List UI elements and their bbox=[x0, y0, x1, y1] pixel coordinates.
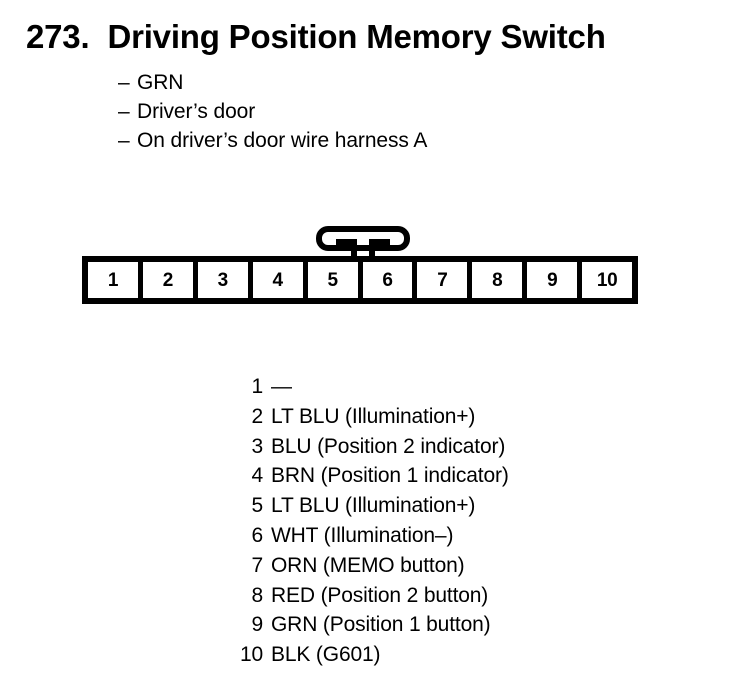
subtitle-list: –GRN –Driver’s door –On driver’s door wi… bbox=[118, 68, 678, 155]
pin-number: 8 bbox=[251, 583, 263, 607]
pin-number: 10 bbox=[239, 643, 263, 667]
pin-assignment-row: 9 GRN (Position 1 button) bbox=[150, 610, 610, 640]
pin-number: 4 bbox=[251, 464, 263, 488]
subtitle-row: –GRN bbox=[118, 68, 678, 97]
pin-assignment-row: 2 LT BLU (Illumination+) bbox=[150, 402, 610, 432]
pin-assignment-row: 3 BLU (Position 2 indicator) bbox=[150, 432, 610, 462]
pin-number: 6 bbox=[251, 523, 263, 547]
pin-assignment-row: 5 LT BLU (Illumination+) bbox=[150, 491, 610, 521]
en-dash-icon: – bbox=[118, 71, 130, 94]
subtitle-row: –On driver’s door wire harness A bbox=[118, 126, 678, 155]
pin-description: RED (Position 2 button) bbox=[271, 583, 489, 607]
pin-assignment-row: 10 BLK (G601) bbox=[150, 640, 610, 670]
page-title-number: 273. bbox=[26, 18, 90, 55]
pin-assignment-row: 7 ORN (MEMO button) bbox=[150, 551, 610, 581]
pin-number: 5 bbox=[251, 494, 263, 518]
pin-description: — bbox=[271, 375, 292, 398]
pin-description: ORN (MEMO button) bbox=[271, 553, 465, 577]
pin-number: 9 bbox=[251, 613, 263, 637]
pin-number: 7 bbox=[251, 553, 263, 577]
connector-body: 1 2 3 4 5 6 7 8 9 10 bbox=[82, 256, 638, 304]
connector-diagram: 1 2 3 4 5 6 7 8 9 10 bbox=[82, 222, 638, 307]
pin-number: 3 bbox=[251, 434, 263, 458]
connector-pin[interactable]: 8 bbox=[472, 262, 523, 298]
en-dash-icon: – bbox=[118, 100, 130, 123]
pin-assignment-row: 4 BRN (Position 1 indicator) bbox=[150, 461, 610, 491]
subtitle-text: On driver’s door wire harness A bbox=[137, 129, 428, 152]
en-dash-icon: – bbox=[118, 129, 130, 152]
pin-description: BLU (Position 2 indicator) bbox=[271, 434, 506, 458]
connector-pin[interactable]: 1 bbox=[88, 262, 138, 298]
connector-pin[interactable]: 10 bbox=[582, 262, 633, 298]
connector-pin[interactable]: 7 bbox=[417, 262, 468, 298]
connector-pin[interactable]: 4 bbox=[252, 262, 303, 298]
connector-pin[interactable]: 5 bbox=[307, 262, 358, 298]
pin-description: LT BLU (Illumination+) bbox=[271, 494, 476, 518]
subtitle-row: –Driver’s door bbox=[118, 97, 678, 126]
pin-assignment-list: 1 — 2 LT BLU (Illumination+) 3 BLU (Posi… bbox=[150, 372, 610, 670]
pin-description: GRN (Position 1 button) bbox=[271, 613, 491, 637]
pin-description: BRN (Position 1 indicator) bbox=[271, 464, 509, 488]
connector-latch-icon bbox=[316, 226, 410, 260]
pin-number: 2 bbox=[251, 404, 263, 428]
subtitle-text: Driver’s door bbox=[137, 100, 256, 123]
pin-description: BLK (G601) bbox=[271, 643, 381, 667]
pin-assignment-row: 1 — bbox=[150, 372, 610, 402]
page-title-text: Driving Position Memory Switch bbox=[107, 18, 606, 55]
pin-assignment-row: 6 WHT (Illumination–) bbox=[150, 521, 610, 551]
pin-description: WHT (Illumination–) bbox=[271, 523, 454, 547]
connector-pin[interactable]: 3 bbox=[197, 262, 248, 298]
page-title: 273. Driving Position Memory Switch bbox=[26, 18, 606, 56]
pin-assignment-row: 8 RED (Position 2 button) bbox=[150, 581, 610, 611]
pin-number: 1 bbox=[251, 375, 263, 398]
connector-pin[interactable]: 2 bbox=[142, 262, 193, 298]
connector-pin[interactable]: 6 bbox=[362, 262, 413, 298]
pin-description: LT BLU (Illumination+) bbox=[271, 404, 476, 428]
subtitle-text: GRN bbox=[137, 71, 184, 94]
connector-pin[interactable]: 9 bbox=[527, 262, 578, 298]
